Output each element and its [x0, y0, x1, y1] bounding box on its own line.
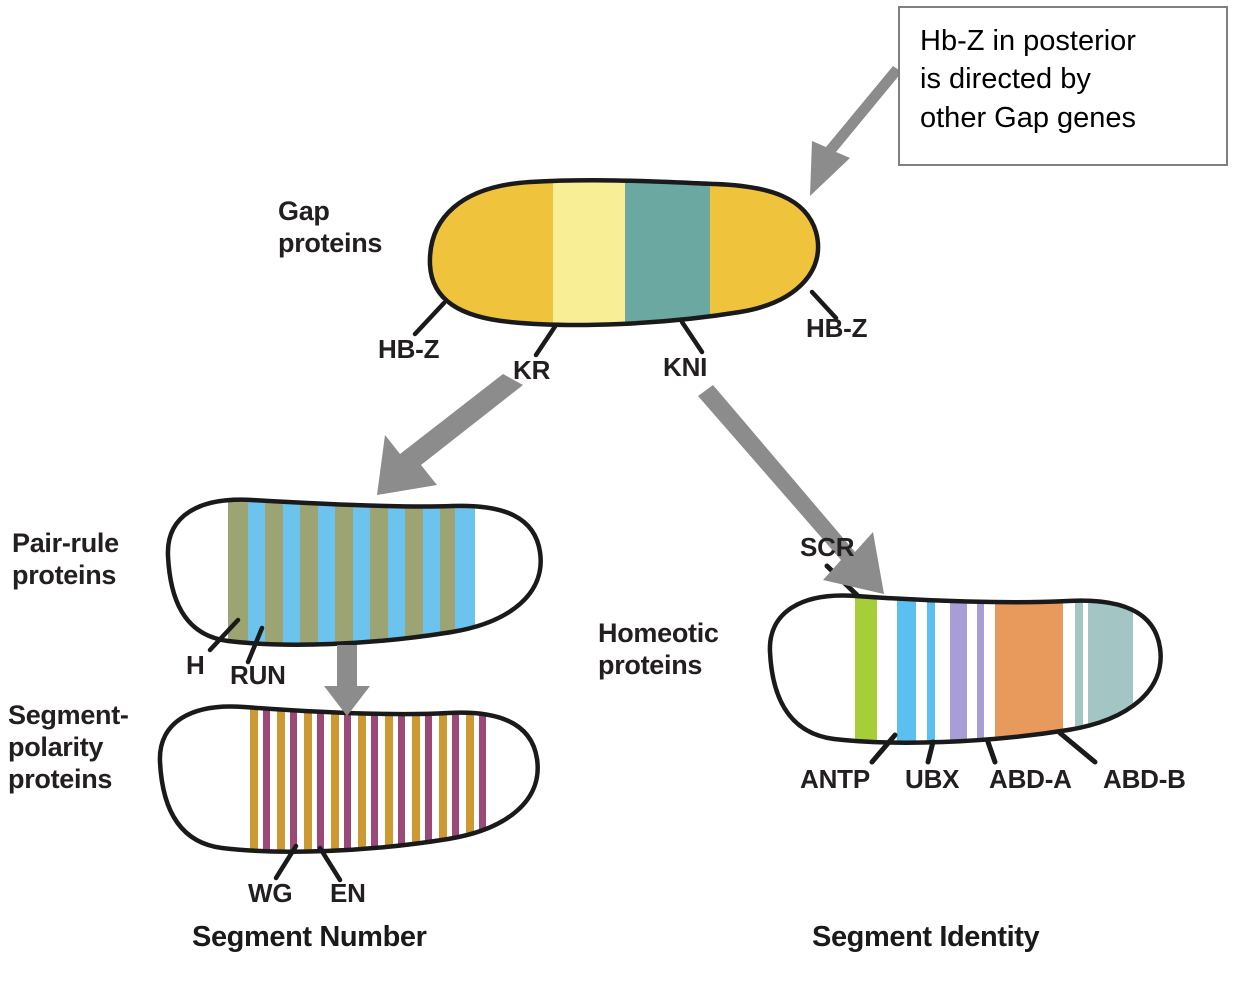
gene-label-kr: KR: [513, 355, 551, 385]
homeotic-band-ubx: [950, 595, 967, 743]
gene-label-wg: WG: [248, 878, 293, 908]
gene-label-hb-z-anterior: HB-Z: [378, 334, 440, 364]
homeotic-embryo: [767, 593, 1163, 745]
pair-rule-leader-lines: [207, 617, 265, 665]
homeotic-band-antp: [897, 595, 916, 743]
homeotic-band-antp-2: [927, 595, 935, 743]
pair-rule-stripes: [228, 499, 475, 645]
gene-label-run: RUN: [230, 660, 286, 690]
gene-label-h: H: [186, 650, 205, 680]
gene-label-abd-b: ABD-B: [1103, 764, 1186, 794]
gene-label-scr: SCR: [800, 532, 855, 562]
gene-label-abd-a: ABD-A: [989, 764, 1072, 794]
gap-proteins-label: Gap proteins: [278, 196, 383, 258]
arrow-pair-rule-to-segment-polarity: [324, 645, 370, 716]
homeotic-band-scr: [855, 595, 877, 743]
homeotic-band-abd-a: [995, 595, 1063, 743]
title-segment-number: Segment Number: [192, 921, 427, 953]
gap-band-hb-z-posterior: [710, 180, 819, 325]
annotation-text: Hb-Z in posterior is directed by other G…: [920, 25, 1137, 134]
gene-label-hb-z-posterior: HB-Z: [806, 313, 868, 343]
gap-band-hb-z-anterior: [429, 180, 553, 325]
annotation-box: Hb-Z in posterior is directed by other G…: [898, 6, 1228, 166]
gap-leader-lines: [412, 289, 839, 358]
homeotic-band-ubx-2: [977, 595, 984, 743]
homeotic-band-abd-b-thin: [1075, 595, 1083, 743]
segment-polarity-embryo-outline: [157, 704, 540, 854]
segment-polarity-stripes: [250, 706, 486, 852]
gap-embryo-outline: [427, 178, 821, 328]
segment-polarity-embryo: [157, 704, 540, 854]
gap-band-kni: [625, 180, 710, 325]
title-segment-identity: Segment Identity: [812, 921, 1040, 953]
pair-rule-proteins-label: Pair-rule proteins: [12, 528, 119, 590]
gene-label-kni: KNI: [663, 352, 708, 382]
homeotic-proteins-label: Homeotic proteins: [598, 618, 719, 680]
pair-rule-embryo-outline: [165, 497, 543, 647]
homeotic-embryo-outline: [767, 593, 1163, 745]
gene-label-ubx: UBX: [905, 764, 960, 794]
segment-polarity-proteins-label: Segment- polarity proteins: [8, 700, 129, 794]
annotation-arrow: [810, 66, 902, 196]
gene-label-antp: ANTP: [800, 764, 870, 794]
gene-label-en: EN: [330, 878, 366, 908]
segment-polarity-leader-lines: [273, 843, 343, 883]
gap-proteins-embryo: [427, 178, 821, 328]
pair-rule-embryo: [165, 497, 543, 647]
arrow-gap-to-pair-rule: [377, 374, 523, 495]
arrow-gap-to-homeotic: [698, 385, 884, 594]
gap-band-kr: [553, 180, 625, 325]
